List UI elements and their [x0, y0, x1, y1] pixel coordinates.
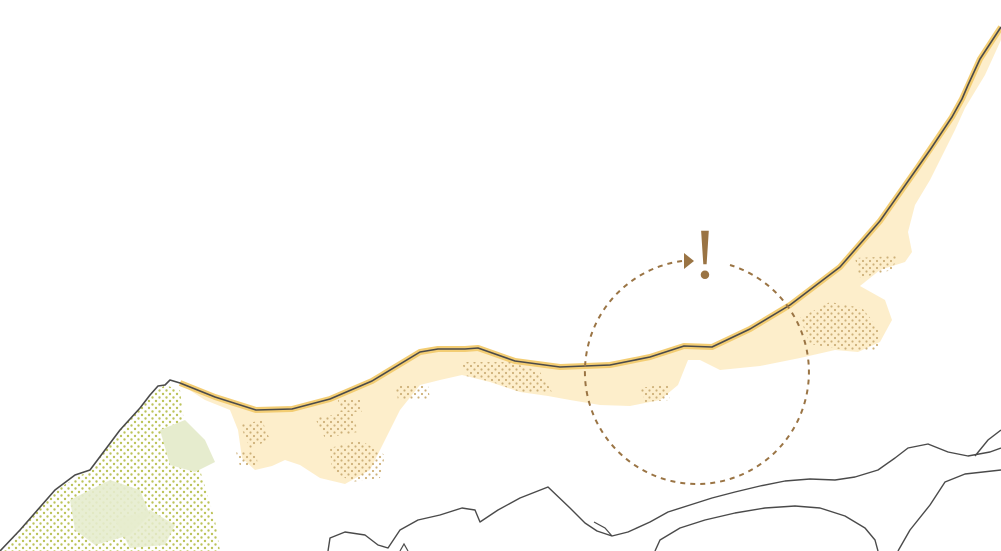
- coastline: [0, 26, 1001, 551]
- dune-area: [178, 25, 1001, 484]
- vegetation-patch: [0, 385, 220, 551]
- hotspot-circle: [583, 253, 810, 485]
- stippled-sand: [236, 256, 898, 482]
- arrowhead-icon: [684, 253, 694, 269]
